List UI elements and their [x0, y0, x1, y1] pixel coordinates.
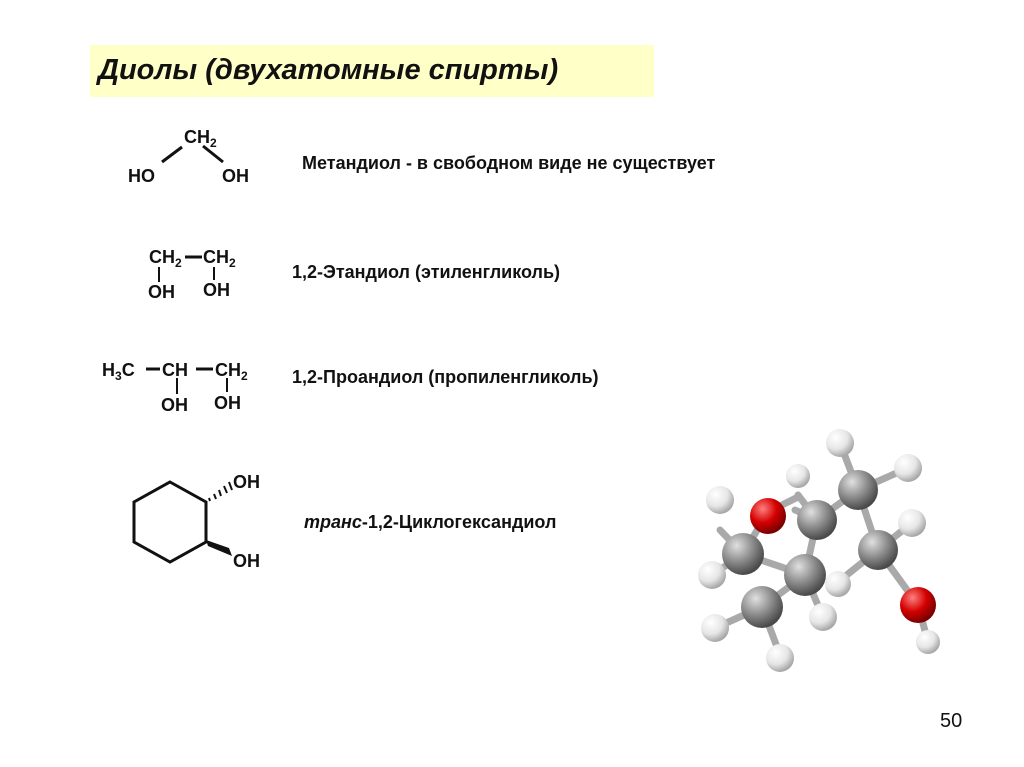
carbon-atom — [838, 470, 878, 510]
carbon-atom — [784, 554, 826, 596]
trans-prefix: транс — [304, 512, 362, 532]
ch2-group: CH2 — [149, 247, 182, 270]
oxygen-atom — [750, 498, 786, 534]
oh-group: OH — [214, 393, 241, 413]
compound-description: 1,2-Этандиол (этиленгликоль) — [292, 262, 561, 282]
oh-group: OH — [148, 282, 175, 302]
h3c-group: H3C — [102, 360, 135, 383]
solid-wedge — [206, 540, 232, 556]
oh-group: OH — [161, 395, 188, 415]
hydrogen-atom — [706, 486, 734, 514]
compound-name: -1,2-Циклогександиол — [361, 512, 557, 532]
oh-group: OH — [233, 551, 260, 571]
hydrogen-atom — [894, 454, 922, 482]
hydrogen-atom — [786, 464, 810, 488]
hydrogen-atom — [826, 429, 854, 457]
carbon-atom — [858, 530, 898, 570]
page-title: Диолы (двухатомные спирты) — [98, 54, 559, 86]
oh-group: OH — [233, 472, 260, 492]
hydrogen-atom — [766, 644, 794, 672]
ch2-group: CH2 — [184, 127, 217, 150]
ch2-group: CH2 — [203, 247, 236, 270]
ho-group: HO — [128, 166, 155, 186]
hydrogen-atom — [698, 561, 726, 589]
ch2-group: CH2 — [215, 360, 248, 383]
hydrogen-atom — [898, 509, 926, 537]
oh-group: OH — [222, 166, 249, 186]
compound-description: Метандиол - в свободном виде не существу… — [302, 153, 716, 173]
hashed-wedge — [208, 481, 233, 502]
hydrogen-atom — [701, 614, 729, 642]
ch-group: CH — [162, 360, 188, 380]
title-banner: Диолы (двухатомные спирты) — [90, 45, 654, 97]
bond-line — [161, 145, 183, 164]
compound-description: 1,2-Проандиол (пропиленгликоль) — [292, 367, 599, 387]
oh-group: OH — [203, 280, 230, 300]
molecule-3d-model — [698, 429, 940, 672]
carbon-atom — [722, 533, 764, 575]
oxygen-atom — [900, 587, 936, 623]
bond-line — [202, 144, 224, 164]
hydrogen-atom — [825, 571, 851, 597]
hydrogen-atom — [809, 603, 837, 631]
carbon-atom — [741, 586, 783, 628]
compound-description: транс-1,2-Циклогександиол — [304, 512, 556, 533]
carbon-atom — [797, 500, 837, 540]
hydrogen-atom — [916, 630, 940, 654]
page-number: 50 — [940, 710, 963, 732]
cyclohexane-ring — [132, 480, 208, 564]
